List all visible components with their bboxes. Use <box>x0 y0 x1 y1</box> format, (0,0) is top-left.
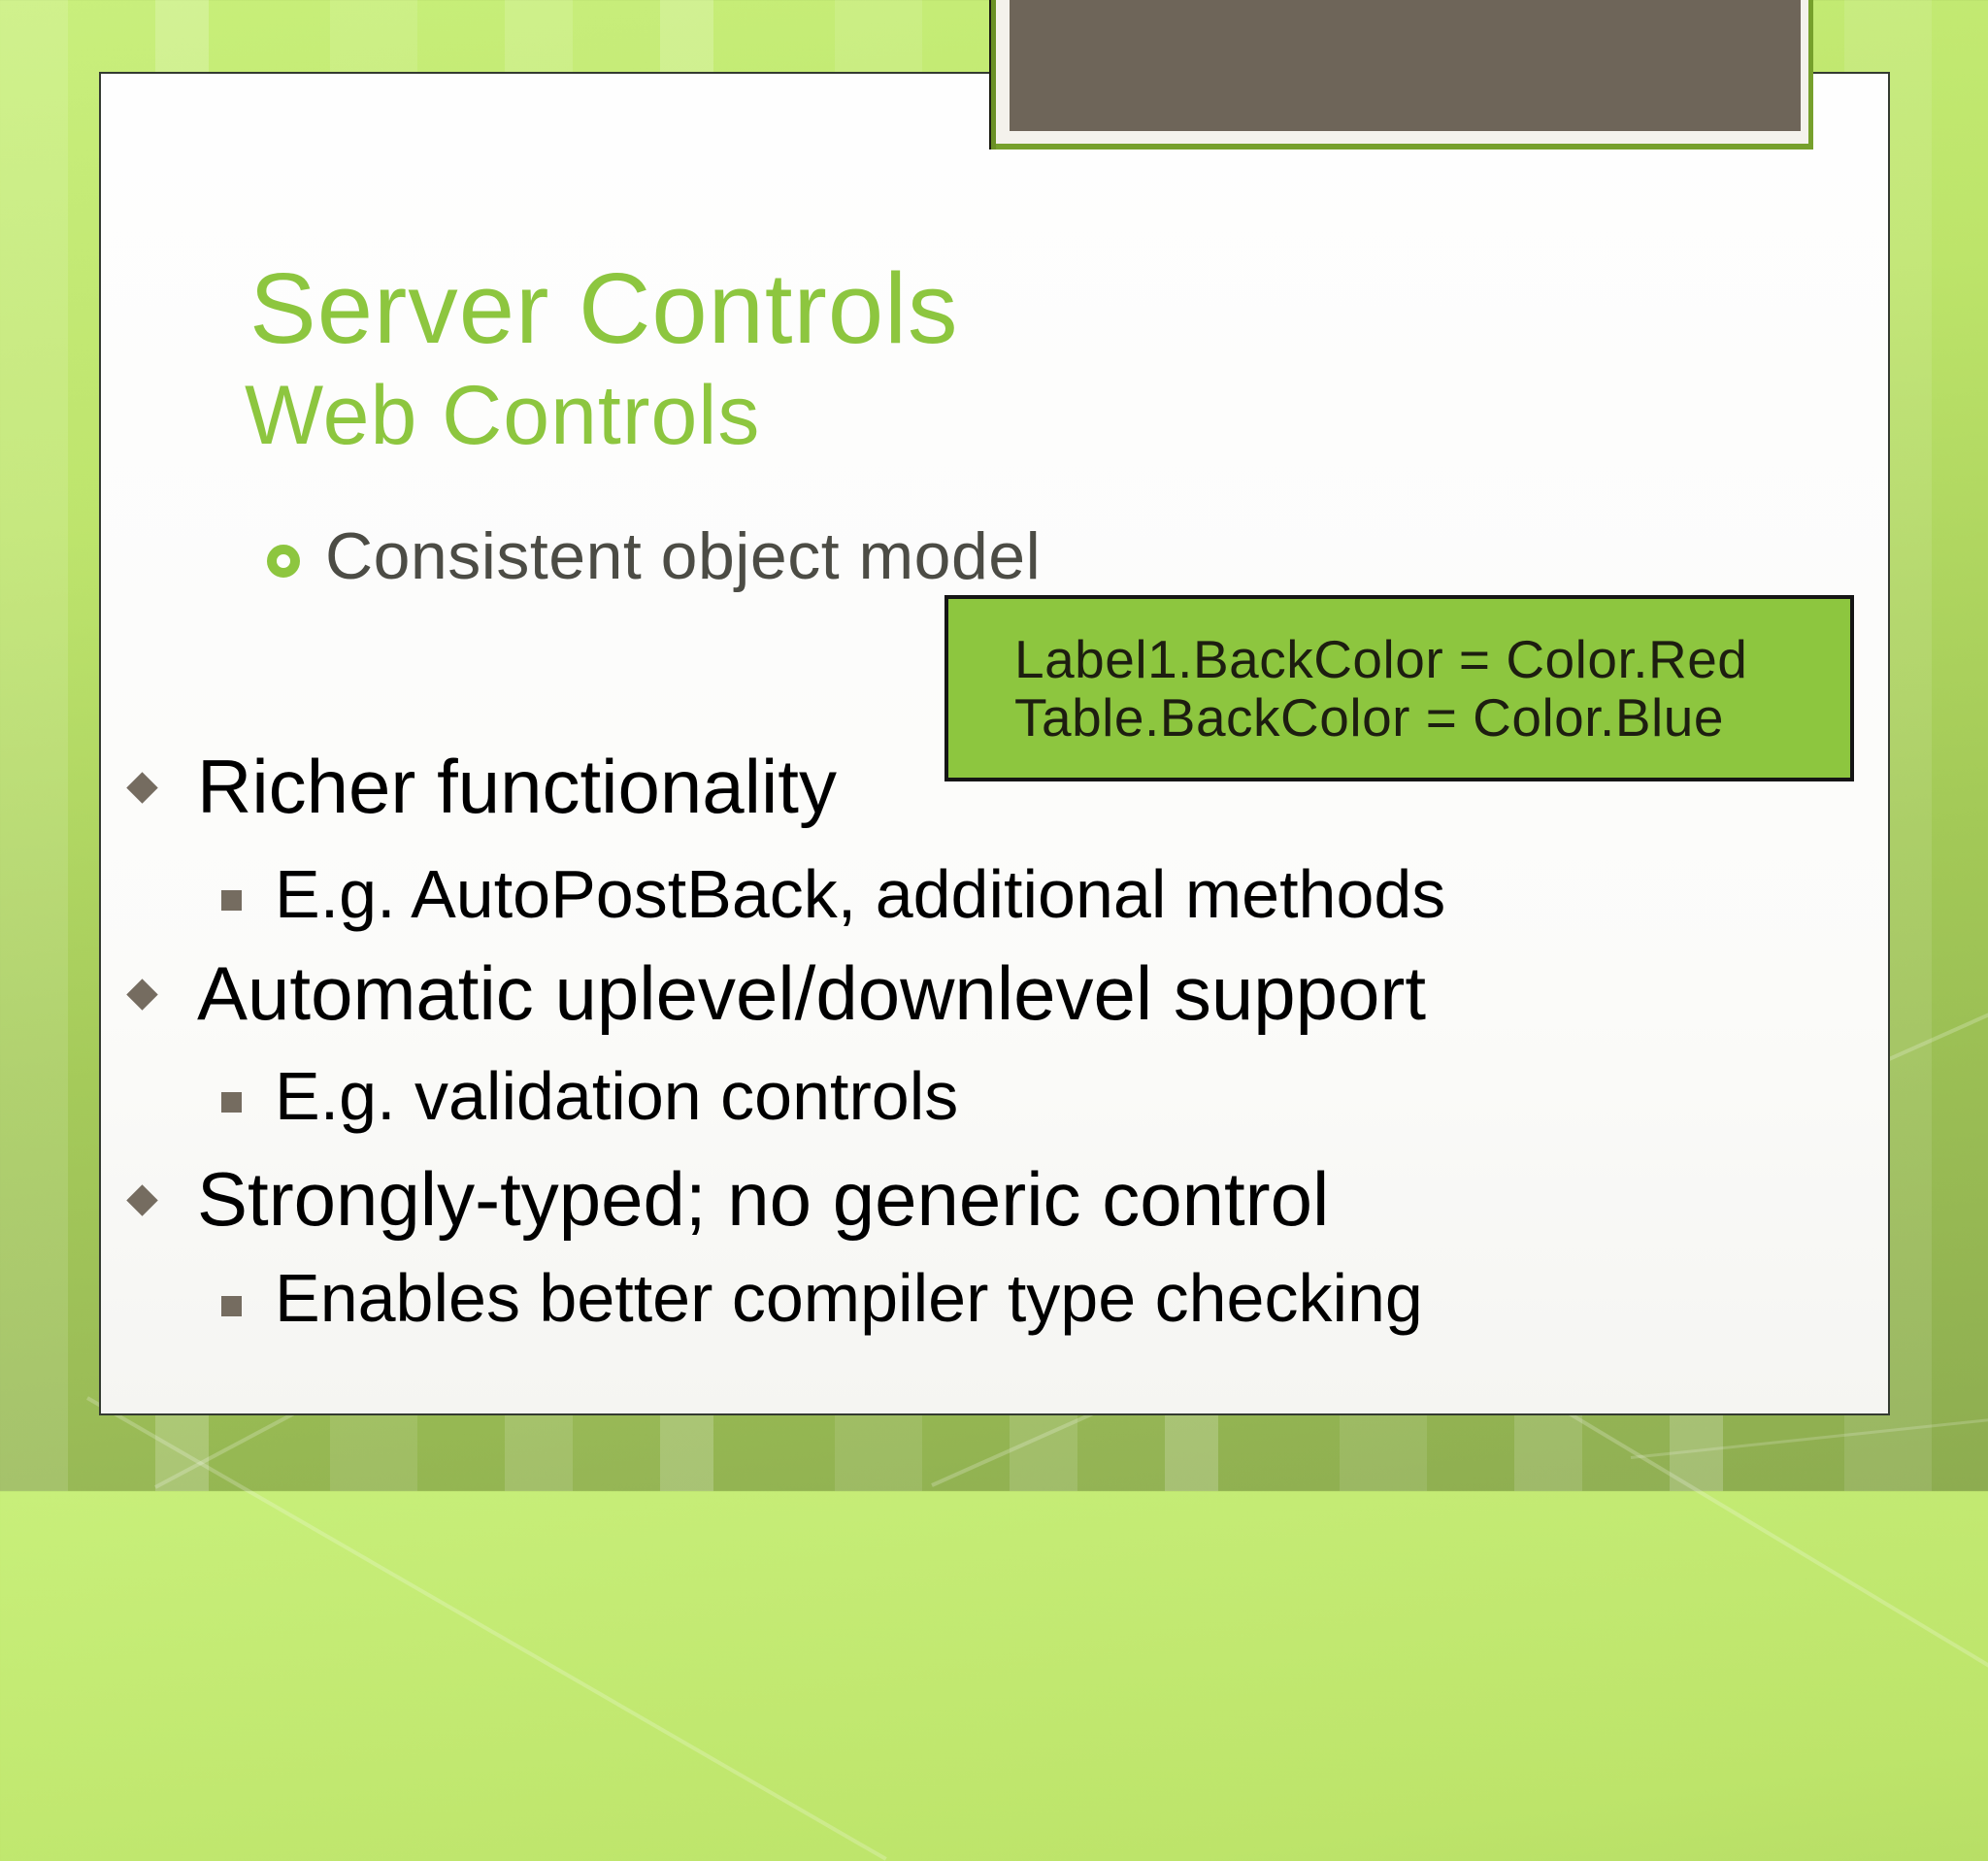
bullet-strongly-typed: Strongly-typed; no generic control <box>197 1156 1330 1242</box>
square-bullet-icon <box>221 890 242 911</box>
square-bullet-icon <box>221 1092 242 1113</box>
slide-subtitle: Web Controls <box>245 369 761 462</box>
bullet-compiler-type-checking: Enables better compiler type checking <box>275 1260 1423 1336</box>
presentation-slide: { "slide": { "title": "Server Controls",… <box>0 0 1988 1491</box>
code-example-box: Label1.BackColor = Color.Red Table.BackC… <box>944 595 1854 781</box>
embedded-image-frame <box>989 0 1813 150</box>
circle-bullet-icon <box>267 545 300 578</box>
bullet-validation-controls: E.g. validation controls <box>275 1058 959 1134</box>
square-bullet-icon <box>221 1296 242 1316</box>
embedded-image-placeholder <box>1010 0 1801 131</box>
code-line: Table.BackColor = Color.Blue <box>1014 687 1724 748</box>
bullet-autopostback: E.g. AutoPostBack, additional methods <box>275 860 1445 928</box>
bullet-text-prefix: E.g. <box>275 856 412 932</box>
bullet-uplevel-downlevel: Automatic uplevel/downlevel support <box>197 950 1427 1036</box>
bullet-richer-functionality: Richer functionality <box>197 744 837 829</box>
bullet-text-code: AutoPostBack <box>411 856 838 932</box>
heading-bullet-text: Consistent object model <box>325 519 1042 593</box>
code-line: Label1.BackColor = Color.Red <box>1014 629 1748 689</box>
slide-title: Server Controls <box>249 252 959 364</box>
bullet-text-suffix: , additional methods <box>837 856 1446 932</box>
